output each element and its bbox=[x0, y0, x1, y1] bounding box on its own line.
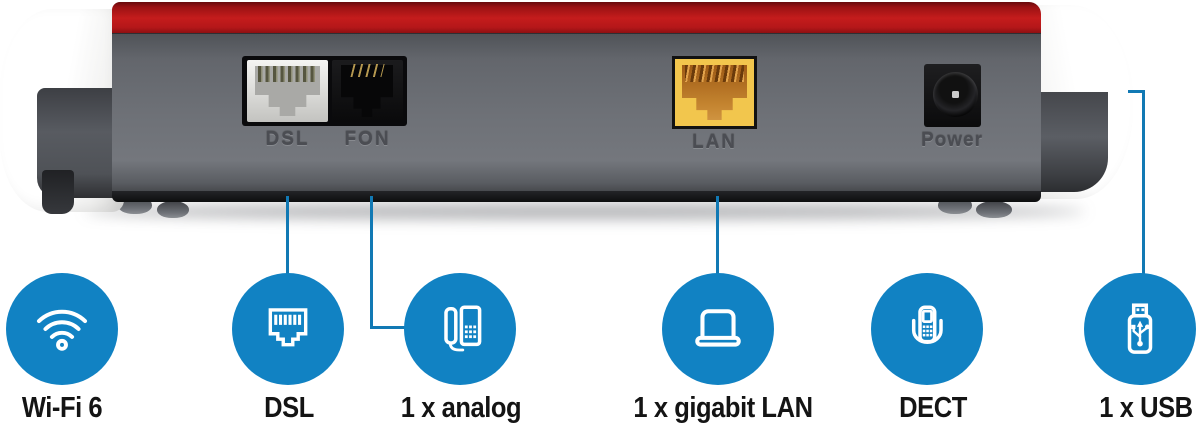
feature-label-usb: 1 x USB bbox=[1099, 392, 1193, 424]
cordless-phone-icon bbox=[911, 305, 943, 345]
fon-port-pins bbox=[350, 64, 385, 77]
feature-analog bbox=[404, 273, 516, 385]
power-jack-label: Power bbox=[920, 130, 984, 151]
power-jack-pin bbox=[952, 91, 959, 98]
fon-port-label: FON bbox=[344, 129, 391, 150]
feature-label-analog: 1 x analog bbox=[400, 392, 522, 424]
feature-dect bbox=[871, 273, 983, 385]
callout-line-usb-horizontal bbox=[1128, 90, 1145, 93]
router-foot bbox=[157, 201, 189, 218]
feature-label-dsl: DSL bbox=[264, 392, 314, 424]
router-bottom-edge bbox=[112, 191, 1041, 202]
feature-label-gigabit-lan: 1 x gigabit LAN bbox=[633, 392, 813, 424]
feature-dsl bbox=[232, 273, 344, 385]
router-red-top-band bbox=[112, 2, 1041, 33]
router-foot bbox=[976, 201, 1012, 218]
feature-label-dect: DECT bbox=[899, 392, 967, 424]
callout-line-lan bbox=[716, 196, 719, 275]
callout-line-fon-vertical bbox=[370, 196, 373, 329]
feature-wifi bbox=[6, 273, 118, 385]
callout-line-dsl bbox=[286, 196, 289, 274]
dsl-port-pins bbox=[258, 66, 317, 82]
lan-port-pins bbox=[685, 65, 744, 82]
laptop-icon bbox=[695, 309, 741, 347]
router-floor-shadow bbox=[85, 204, 1085, 219]
callout-line-fon-horizontal bbox=[370, 326, 406, 329]
dsl-port-label: DSL bbox=[265, 129, 310, 150]
feature-label-wifi: Wi-Fi 6 bbox=[21, 392, 103, 424]
usb-stick-icon bbox=[1127, 303, 1153, 354]
feature-gigabit-lan bbox=[662, 273, 774, 385]
desk-phone-icon bbox=[444, 305, 482, 352]
lan-port-label: LAN bbox=[691, 132, 738, 153]
callout-line-usb-vertical bbox=[1142, 90, 1145, 275]
ethernet-port-icon bbox=[268, 308, 308, 347]
feature-usb bbox=[1084, 273, 1196, 385]
wifi-icon bbox=[36, 309, 88, 351]
router-left-notch bbox=[42, 170, 74, 214]
